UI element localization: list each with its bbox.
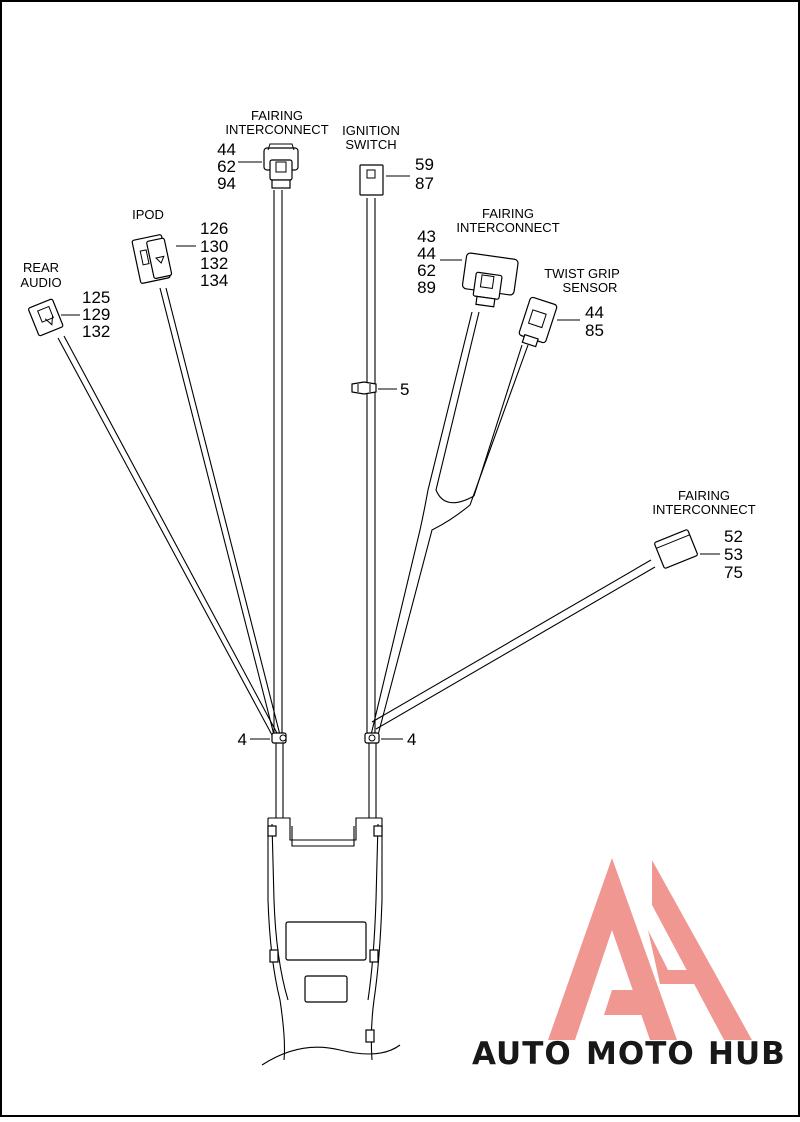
ignition-num-2: 87	[415, 174, 434, 193]
twist-grip-num-2: 85	[585, 321, 604, 340]
fairing-interconnect-top-connector	[263, 143, 299, 189]
twist-grip-label-1: TWIST GRIP	[544, 266, 620, 281]
rear-audio-label-2: AUDIO	[20, 275, 61, 290]
ignition-label-1: IGNITION	[342, 123, 400, 138]
fairing-mid-label-1: FAIRING	[482, 206, 534, 221]
watermark-triangle-logo	[548, 858, 752, 1040]
fairing-mid-num-2: 44	[417, 244, 436, 263]
ipod-label: IPOD	[132, 207, 164, 222]
fairing-interconnect-mid-connector	[461, 252, 519, 308]
rear-audio-num-3: 132	[82, 322, 110, 341]
twist-grip-sensor-connector	[518, 296, 558, 348]
fairing-right-label-2: INTERCONNECT	[652, 502, 755, 517]
ignition-switch-connector	[359, 164, 384, 196]
watermark-moto: MOTO	[586, 1036, 695, 1072]
twist-grip-num-1: 44	[585, 303, 604, 322]
rear-audio-num-2: 129	[82, 305, 110, 324]
fairing-mid-num-4: 89	[417, 278, 436, 297]
leader-lines	[61, 161, 720, 740]
fairing-interconnect-right-connector	[654, 529, 698, 569]
watermark-auto: AUTO	[472, 1036, 572, 1072]
ipod-num-2: 130	[200, 237, 228, 256]
ipod-num-4: 134	[200, 271, 228, 290]
ipod-num-3: 132	[200, 254, 228, 273]
fairing-top-label-1: FAIRING	[251, 108, 303, 123]
fairing-top-num-2: 62	[217, 157, 236, 176]
ipod-num-1: 126	[200, 219, 228, 238]
rear-audio-connector	[28, 298, 64, 337]
fairing-top-num-1: 44	[217, 140, 236, 159]
fairing-mid-num-1: 43	[417, 227, 436, 246]
rear-audio-num-1: 125	[82, 288, 110, 307]
harness-mount-bracket	[261, 817, 401, 1066]
tie-left-num: 4	[238, 730, 247, 749]
rear-audio-label-1: REAR	[23, 260, 59, 275]
cable-tie-left	[271, 732, 287, 744]
tie-right-num: 4	[407, 730, 416, 749]
fairing-top-num-3: 94	[217, 174, 236, 193]
ignition-num-1: 59	[415, 155, 434, 174]
ipod-connector	[131, 234, 173, 284]
fairing-mid-num-3: 62	[417, 261, 436, 280]
fairing-right-label-1: FAIRING	[678, 488, 730, 503]
watermark-hub: HUB	[708, 1036, 786, 1072]
fairing-right-num-1: 52	[724, 527, 743, 546]
harness-clip	[351, 381, 377, 395]
cable-tie-right	[364, 732, 380, 744]
fairing-top-label-2: INTERCONNECT	[225, 122, 328, 137]
fairing-right-num-2: 53	[724, 545, 743, 564]
clip-num: 5	[400, 380, 409, 399]
twist-grip-label-2: SENSOR	[563, 280, 618, 295]
ignition-label-2: SWITCH	[345, 137, 396, 152]
fairing-mid-label-2: INTERCONNECT	[456, 220, 559, 235]
automotohub-watermark: AUTO MOTO HUB	[472, 858, 786, 1072]
harness-wires	[57, 190, 656, 818]
fairing-right-num-3: 75	[724, 563, 743, 582]
